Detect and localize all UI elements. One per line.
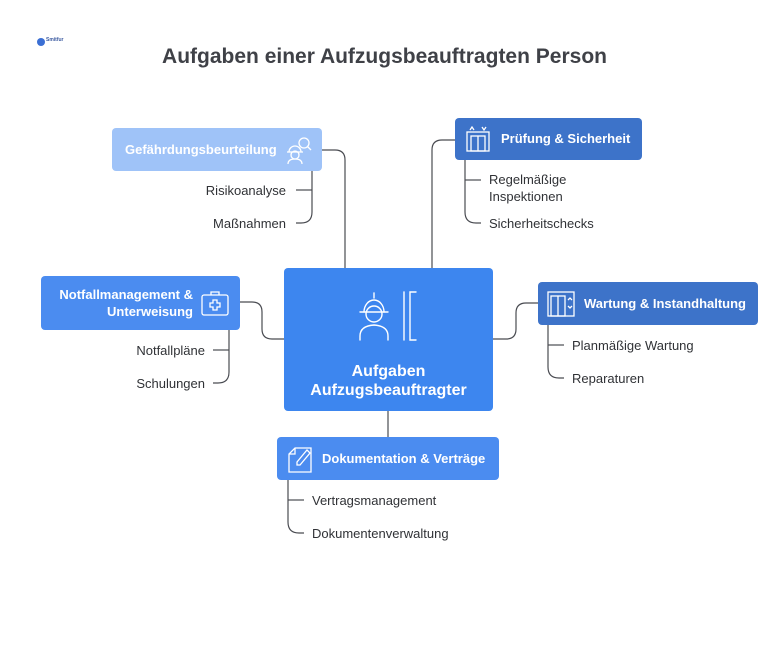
leaf-risikoanalyse: Risikoanalyse <box>205 183 286 198</box>
leaf-vertragsmanagement: Vertragsmanagement <box>312 493 437 508</box>
elevator-icon <box>466 126 490 152</box>
leaf-regelmaessige: Regelmäßige <box>489 172 567 187</box>
branch-notfallmanagement: Notfallmanagement & Unterweisung <box>41 276 240 330</box>
branch-label: Prüfung & Sicherheit <box>501 131 631 146</box>
leaf-notfallplaene: Notfallpläne <box>136 343 205 358</box>
leaf-sicherheitschecks: Sicherheitschecks <box>489 216 594 231</box>
elevator-icon <box>547 291 575 317</box>
leaf-massnahmen: Maßnahmen <box>213 216 286 231</box>
document-edit-icon <box>288 447 312 473</box>
leaf-inspektionen: Inspektionen <box>489 189 563 204</box>
leaf-reparaturen: Reparaturen <box>572 371 645 386</box>
hardhat-search-icon <box>287 137 312 165</box>
lift-technician-icon <box>359 291 417 341</box>
first-aid-kit-icon <box>201 291 229 316</box>
logo-mark-icon <box>37 38 45 46</box>
branch-label: Gefährdungsbeurteilung <box>125 142 277 157</box>
center-label-line1: Aufgaben <box>351 363 426 380</box>
branch-label-line2: Unterweisung <box>107 304 193 319</box>
center-label: Aufgaben Aufzugsbeauftragter <box>284 362 493 400</box>
center-node: Aufgaben Aufzugsbeauftragter <box>284 268 493 411</box>
leaf-schulungen: Schulungen <box>136 376 205 391</box>
branch-label: Wartung & Instandhaltung <box>584 296 746 311</box>
logo-text: Smitfur <box>46 37 64 43</box>
branch-dokumentation-vertraege: Dokumentation & Verträge <box>277 437 499 480</box>
branch-label-line1: Notfallmanagement & <box>59 287 193 302</box>
page-title: Aufgaben einer Aufzugsbeauftragten Perso… <box>162 45 607 68</box>
branch-label: Notfallmanagement & Unterweisung <box>53 286 193 320</box>
leaf-dokumentenverwaltung: Dokumentenverwaltung <box>312 526 449 541</box>
branch-pruefung-sicherheit: Prüfung & Sicherheit <box>455 118 642 160</box>
logo: Smitfur <box>37 37 67 47</box>
branch-label: Dokumentation & Verträge <box>322 451 486 466</box>
center-label-line2: Aufzugsbeauftragter <box>310 382 467 399</box>
leaf-planmaessige-wartung: Planmäßige Wartung <box>572 338 694 353</box>
branch-gefaehrdungsbeurteilung: Gefährdungsbeurteilung <box>112 128 322 171</box>
branch-wartung-instandhaltung: Wartung & Instandhaltung <box>538 282 758 325</box>
